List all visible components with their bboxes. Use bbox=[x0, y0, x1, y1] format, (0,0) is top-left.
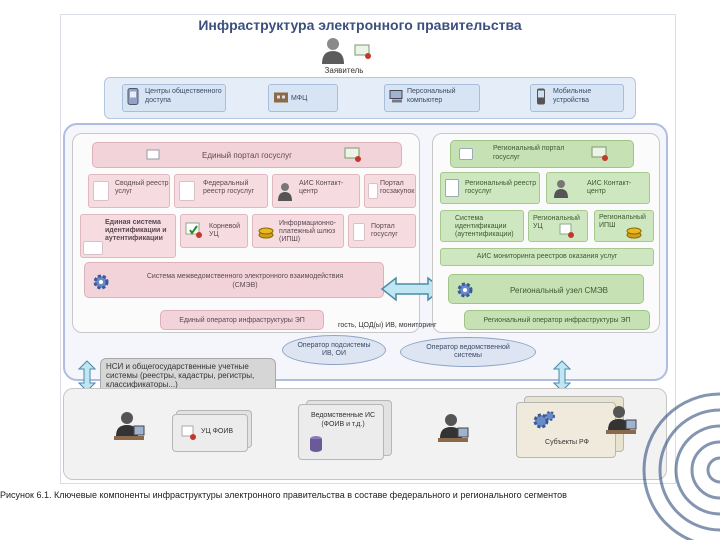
regional-box-label: Региональный УЦ bbox=[533, 215, 580, 230]
ufk-label: УЦ ФОИВ bbox=[201, 428, 234, 435]
regional-box-label: Региональный ИПШ bbox=[599, 214, 646, 229]
regional-row1-box: Региональный реестр госуслуг bbox=[440, 172, 540, 204]
gears-icon bbox=[455, 280, 475, 302]
worker-at-desk-icon bbox=[436, 412, 470, 451]
foiv-box: Ведомственные ИС (ФОИВ и т.д.) bbox=[298, 404, 384, 460]
reference-registries-label: НСИ и общегосударственные учетные систем… bbox=[106, 362, 255, 389]
regional-operator-label: Региональный оператор инфраструктуры ЭП bbox=[483, 316, 631, 324]
federal-row2-box: Единая система идентификации и аутентифи… bbox=[80, 214, 176, 258]
regional-monitoring-label: АИС мониторинга реестров оказания услуг bbox=[476, 253, 618, 260]
document-icon bbox=[83, 241, 103, 255]
applicant-label: Заявитель bbox=[324, 66, 364, 75]
access-point-label: Центры общественного доступа bbox=[145, 88, 222, 104]
federal-portal-label: Единый портал госуслуг bbox=[202, 150, 292, 160]
subsystem-operator-oval: Оператор подсистемы ИВ, ОИ bbox=[282, 335, 386, 365]
certificate-icon bbox=[354, 44, 372, 60]
federal-box-label: Портал госзакупок bbox=[380, 180, 415, 195]
document-icon bbox=[459, 148, 473, 160]
regional-operator-box: Региональный оператор инфраструктуры ЭП bbox=[464, 310, 650, 330]
smev-box: Система межведомственного электронного в… bbox=[84, 262, 384, 298]
federal-box-label: Портал госуслуг bbox=[371, 223, 398, 238]
document-icon bbox=[368, 183, 378, 199]
federal-row1-box: Федеральный реестр госуслуг bbox=[174, 174, 268, 208]
regional-monitoring-box: АИС мониторинга реестров оказания услуг bbox=[440, 248, 654, 266]
regional-portal-box: Региональный портал госуслуг bbox=[450, 140, 634, 168]
access-point-kiosk: Центры общественного доступа bbox=[122, 84, 226, 112]
applicant-icon bbox=[320, 36, 346, 64]
worker-at-desk-icon bbox=[604, 404, 638, 443]
federal-row2-box: Информационно-платежный шлюз (ИПШ) bbox=[252, 214, 344, 248]
regional-row2-box: Региональный УЦ bbox=[528, 210, 588, 242]
monitoring-label: гость, ЦОД(ы) ИВ, мониторинг bbox=[338, 322, 437, 329]
ufk-box: УЦ ФОИВ bbox=[172, 414, 248, 452]
document-icon bbox=[179, 181, 195, 201]
regions-box: Субъекты РФ bbox=[516, 402, 616, 458]
operator-headset-icon bbox=[277, 181, 293, 204]
federal-box-label: Федеральный реестр госуслуг bbox=[203, 180, 255, 195]
regional-row1-box: АИС Контакт-центр bbox=[546, 172, 650, 204]
oval-label: Оператор подсистемы ИВ, ОИ bbox=[297, 342, 371, 357]
federal-row2-box: Корневой УЦ bbox=[180, 214, 248, 248]
gears-icon bbox=[91, 272, 111, 294]
federal-box-label: Сводный реестр услуг bbox=[115, 180, 169, 195]
phone-booth-icon bbox=[127, 88, 139, 109]
document-icon bbox=[93, 181, 109, 201]
access-point-mobile: Мобильные устройства bbox=[530, 84, 624, 112]
regional-smev-node-box: Региональный узел СМЭВ bbox=[448, 274, 644, 304]
coins-icon bbox=[257, 224, 275, 243]
access-point-label: Персональный компьютер bbox=[407, 88, 456, 104]
document-icon bbox=[353, 223, 365, 241]
regional-portal-label: Региональный портал госуслуг bbox=[493, 145, 565, 161]
gears-icon bbox=[531, 409, 557, 438]
access-point-label: МФЦ bbox=[291, 94, 308, 102]
certificate-seal-icon bbox=[185, 222, 203, 243]
computer-icon bbox=[389, 90, 405, 107]
oval-label: Оператор ведомственной системы bbox=[426, 344, 510, 359]
coins-icon bbox=[625, 225, 643, 242]
certificate-icon bbox=[344, 147, 362, 168]
department-operator-oval: Оператор ведомственной системы bbox=[400, 337, 536, 367]
federal-box-label: Единая система идентификации и аутентифи… bbox=[105, 219, 167, 242]
access-point-pc: Персональный компьютер bbox=[384, 84, 480, 112]
database-icon bbox=[309, 435, 323, 458]
access-point-mfc: МФЦ bbox=[268, 84, 338, 112]
regional-box-label: Система идентификации (аутентификации) bbox=[455, 215, 514, 238]
certificate-seal-icon bbox=[181, 425, 197, 446]
federal-box-label: АИС Контакт-центр bbox=[299, 180, 344, 195]
federal-operator-box: Единый оператор инфраструктуры ЭП bbox=[160, 310, 324, 330]
federal-row1-box: Сводный реестр услуг bbox=[88, 174, 170, 208]
access-point-label: Мобильные устройства bbox=[553, 88, 592, 104]
regional-box-label: Региональный реестр госуслуг bbox=[465, 180, 537, 195]
regional-row2-box: Система идентификации (аутентификации) bbox=[440, 210, 524, 242]
foiv-label: Ведомственные ИС (ФОИВ и т.д.) bbox=[310, 412, 376, 428]
federal-row1-box: Портал госзакупок bbox=[364, 174, 416, 208]
operator-headset-icon bbox=[553, 178, 569, 201]
certificate-seal-icon bbox=[559, 223, 575, 242]
certificate-icon bbox=[146, 148, 160, 166]
federal-row2-box: Портал госуслуг bbox=[348, 214, 416, 248]
regional-smev-node-label: Региональный узел СМЭВ bbox=[510, 285, 608, 295]
certificate-icon bbox=[591, 146, 609, 164]
smev-label: Система межведомственного электронного в… bbox=[146, 273, 344, 289]
federal-box-label: Информационно-платежный шлюз (ИПШ) bbox=[279, 220, 336, 243]
figure-caption: Рисунок 6.1. Ключевые компоненты инфраст… bbox=[0, 490, 567, 500]
regional-row2-box: Региональный ИПШ bbox=[594, 210, 654, 242]
regions-label: Субъекты РФ bbox=[545, 439, 589, 446]
federal-operator-label: Единый оператор инфраструктуры ЭП bbox=[179, 316, 305, 324]
regional-box-label: АИС Контакт-центр bbox=[587, 180, 632, 195]
federal-row1-box: АИС Контакт-центр bbox=[272, 174, 360, 208]
diagram-title: Инфраструктура электронного правительств… bbox=[198, 17, 522, 33]
document-icon bbox=[445, 179, 459, 197]
building-icon bbox=[273, 90, 289, 107]
mobile-phone-icon bbox=[535, 88, 547, 109]
federal-box-label: Корневой УЦ bbox=[209, 223, 241, 238]
worker-at-desk-icon bbox=[112, 410, 146, 449]
decorative-swirl bbox=[610, 360, 720, 545]
